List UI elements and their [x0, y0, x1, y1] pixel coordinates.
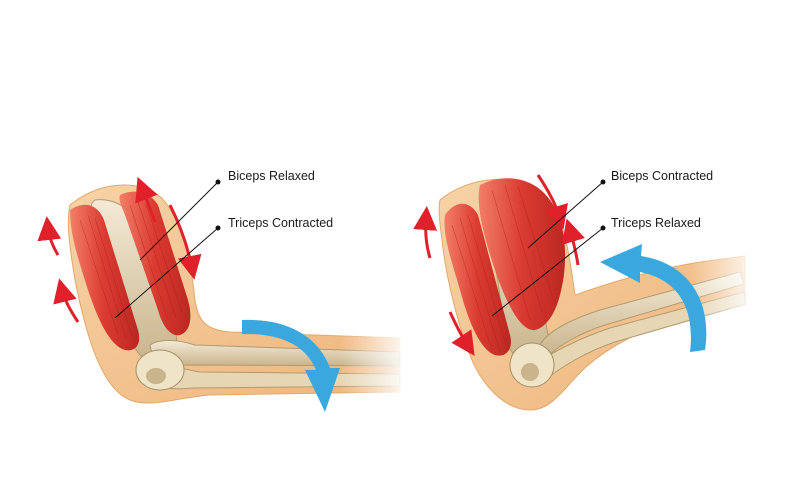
label-biceps-relaxed: Biceps Relaxed	[228, 169, 315, 183]
left-leader-1	[139, 181, 219, 261]
left-leader-2	[114, 227, 219, 319]
right-biceps-muscle	[478, 178, 566, 331]
red-arrow-icon	[413, 174, 585, 356]
blue-arrow-icon	[242, 319, 340, 412]
label-biceps-contracted: Biceps Contracted	[611, 169, 713, 183]
label-triceps-contracted: Triceps Contracted	[228, 216, 333, 230]
blue-arrow-icon	[600, 244, 707, 352]
red-arrow-icon	[37, 176, 202, 323]
right-leader-1	[527, 181, 604, 249]
left-panel: Biceps Relaxed Triceps Contracted	[37, 169, 410, 412]
right-panel: Biceps Contracted Triceps Relaxed	[413, 169, 760, 411]
right-leader-2	[491, 227, 604, 317]
right-triceps-muscle	[444, 203, 511, 356]
label-triceps-relaxed: Triceps Relaxed	[611, 216, 701, 230]
